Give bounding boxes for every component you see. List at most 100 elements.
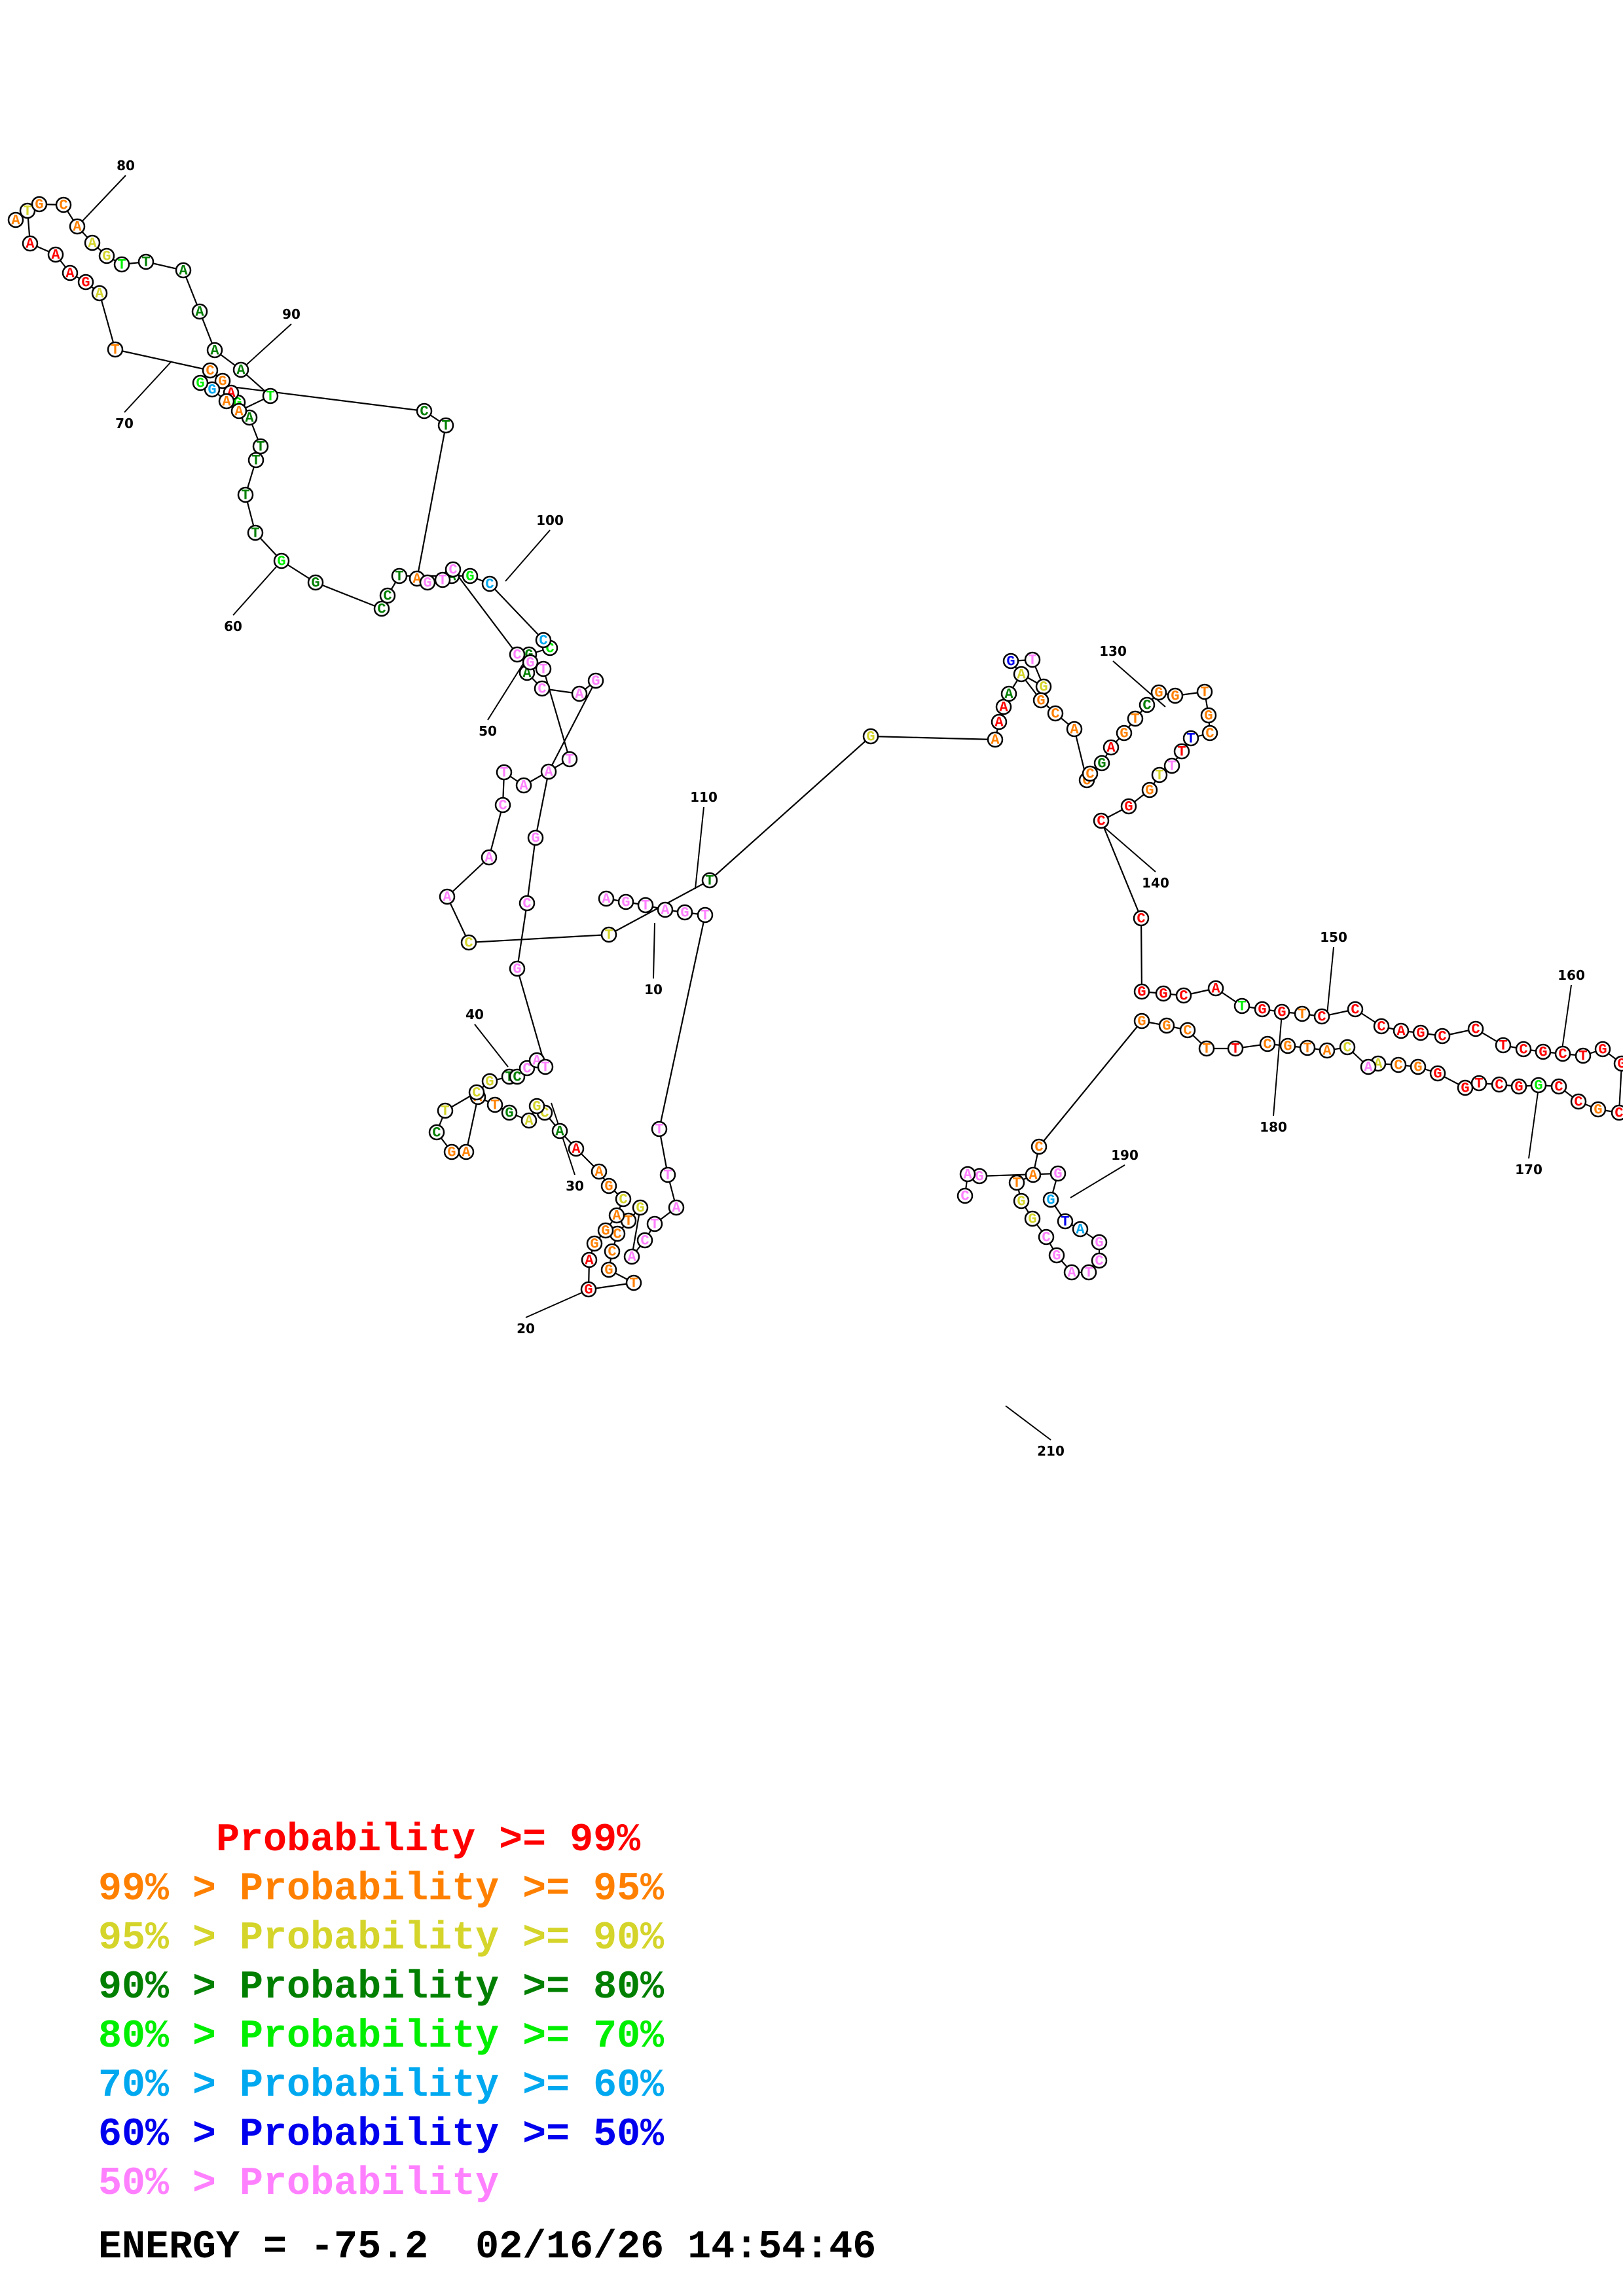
nucleotide: G <box>1158 1017 1175 1035</box>
nucleotide: A <box>1103 739 1120 757</box>
nucleotide-circle <box>959 1166 976 1183</box>
nucleotide: A <box>1393 1022 1410 1040</box>
nucleotide-circle <box>509 646 526 663</box>
nucleotide-letter: G <box>601 1223 610 1240</box>
nucleotide: G <box>632 1199 649 1217</box>
nucleotide: A <box>1013 666 1030 683</box>
nucleotide: G <box>501 1104 518 1122</box>
nucleotide-letter: T <box>438 573 447 589</box>
backbone-segment <box>315 581 382 610</box>
nucleotide-letter: C <box>1343 1040 1351 1056</box>
nucleotide: C <box>481 575 498 593</box>
nucleotide-letter: G <box>975 1169 983 1185</box>
nucleotide: T <box>600 926 617 944</box>
nucleotide-circle <box>1429 1065 1446 1082</box>
nucleotide-circle <box>1141 781 1158 798</box>
index-label: 30 <box>566 1178 584 1194</box>
nucleotide-letter: A <box>1211 981 1220 997</box>
index-tick-line <box>1070 1164 1125 1198</box>
nucleotide-circle <box>608 1207 625 1224</box>
index-tick-line <box>232 560 282 616</box>
nucleotide: T <box>1024 651 1041 669</box>
nucleotide: T <box>1495 1037 1512 1054</box>
nucleotide-circle <box>637 897 654 914</box>
nucleotide-letter: A <box>555 1124 564 1140</box>
nucleotide-circle <box>22 235 39 252</box>
nucleotide-circle <box>636 1232 653 1249</box>
nucleotide: G <box>528 1098 545 1115</box>
nucleotide: A <box>520 1112 538 1130</box>
nucleotide-letter: T <box>1499 1038 1507 1054</box>
nucleotide-circle <box>1467 1020 1484 1037</box>
nucleotide-circle <box>580 1281 597 1298</box>
nucleotide-letter: G <box>1137 984 1146 1001</box>
nucleotide: T <box>561 751 578 768</box>
backbone-segment <box>658 914 706 1130</box>
nucleotide-letter: G <box>1120 726 1128 742</box>
probability-legend: Probability >= 99%99% > Probability >= 9… <box>98 1816 664 2209</box>
nucleotide-letter: A <box>585 1253 594 1269</box>
nucleotide-letter: C <box>1317 1009 1326 1026</box>
nucleotide: A <box>47 246 64 264</box>
nucleotide-circle <box>519 895 536 912</box>
index-label: 130 <box>1099 643 1127 659</box>
nucleotide-letter: A <box>443 889 452 906</box>
nucleotide: T <box>637 897 654 914</box>
nucleotide-circle <box>668 1199 685 1216</box>
nucleotide-letter: G <box>1204 708 1213 725</box>
nucleotide-circle <box>1133 910 1150 927</box>
nucleotide-letter: C <box>513 1069 521 1086</box>
nucleotide: G <box>1002 653 1019 670</box>
nucleotide-letter: T <box>251 526 259 542</box>
nucleotide: T <box>1182 730 1199 747</box>
nucleotide: G <box>77 274 94 291</box>
nucleotide-circle <box>534 680 551 697</box>
nucleotide-letter: T <box>705 873 714 889</box>
nucleotide-letter: T <box>1012 1175 1021 1192</box>
nucleotide-letter: T <box>1084 1265 1093 1282</box>
nucleotide-letter: G <box>465 569 474 585</box>
nucleotide-circle <box>604 1243 621 1260</box>
nucleotide-circle <box>957 1187 974 1204</box>
nucleotide-letter: G <box>1159 986 1167 1003</box>
nucleotide-letter: C <box>1263 1037 1271 1053</box>
nucleotide-circle <box>1047 705 1064 722</box>
nucleotide: A <box>540 763 557 781</box>
index-tick-line <box>77 175 126 227</box>
nucleotide: T <box>496 764 513 781</box>
nucleotide-letter: T <box>1303 1041 1311 1057</box>
nucleotide-letter: T <box>701 908 709 924</box>
nucleotide: C <box>1139 696 1156 714</box>
nucleotide-circle <box>445 561 462 578</box>
nucleotide-circle <box>587 672 604 689</box>
nucleotide-letter: C <box>1051 706 1059 723</box>
backbone-segment <box>548 680 596 772</box>
nucleotide-letter: G <box>636 1200 644 1217</box>
nucleotide-circle <box>262 387 279 404</box>
nucleotide-circle <box>1319 1042 1336 1059</box>
nucleotide-letter: A <box>544 764 553 781</box>
nucleotide: G <box>586 1235 603 1253</box>
nucleotide-letter: T <box>256 439 264 456</box>
nucleotide-letter: A <box>1070 722 1079 738</box>
nucleotide-letter: A <box>73 219 82 236</box>
nucleotide-circle <box>509 960 526 977</box>
nucleotide: G <box>443 1143 460 1161</box>
nucleotide-circle <box>437 1102 454 1119</box>
backbone-segment <box>115 348 211 372</box>
nucleotide-letter: G <box>1413 1060 1422 1076</box>
nucleotide: G <box>31 196 48 213</box>
nucleotide: A <box>1319 1042 1336 1060</box>
nucleotide: G <box>462 567 479 585</box>
nucleotide-letter: A <box>26 236 35 253</box>
nucleotide: T <box>1294 1005 1311 1023</box>
nucleotide: C <box>1515 1041 1532 1058</box>
nucleotide: C <box>636 1232 653 1249</box>
nucleotide: T <box>1127 710 1144 728</box>
nucleotide-letter: T <box>604 927 613 944</box>
nucleotide-circle <box>1155 985 1172 1002</box>
nucleotide-circle <box>230 403 247 420</box>
nucleotide: C <box>468 1084 485 1102</box>
nucleotide-letter: C <box>538 681 546 698</box>
nucleotide-letter: T <box>251 453 260 469</box>
